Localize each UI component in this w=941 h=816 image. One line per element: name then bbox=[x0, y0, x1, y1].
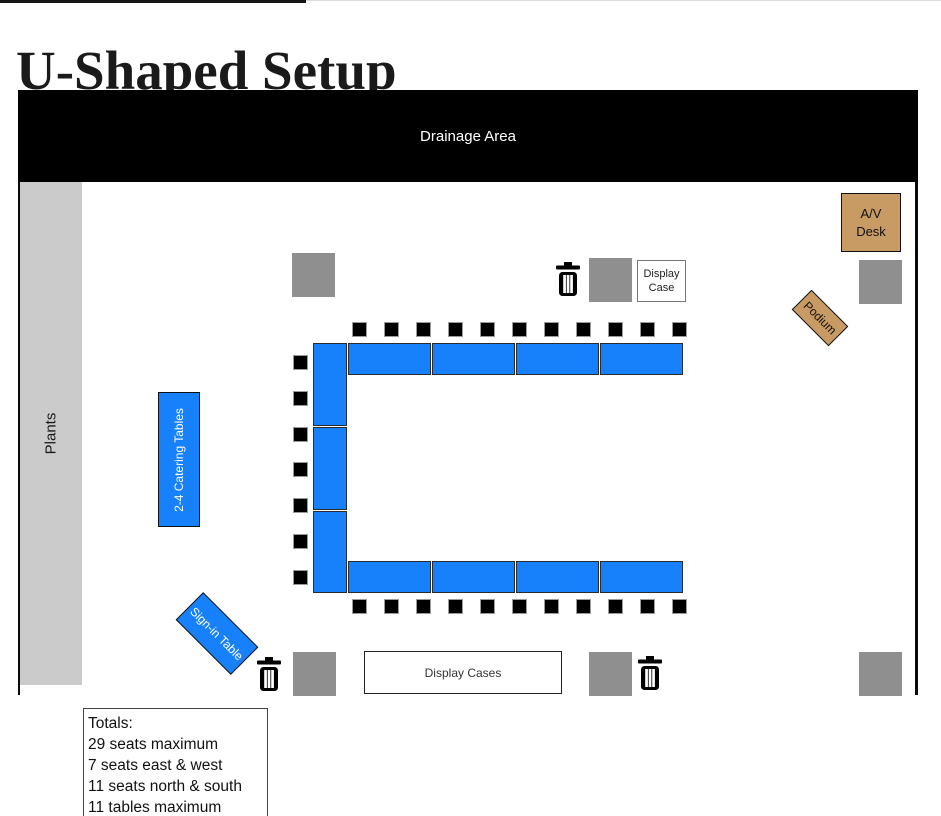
u-table-west bbox=[313, 343, 347, 426]
u-table-west bbox=[313, 427, 347, 510]
chair-north bbox=[512, 322, 527, 337]
room-wall-right bbox=[915, 182, 918, 695]
u-table-north bbox=[516, 343, 599, 375]
chair-west bbox=[293, 534, 308, 549]
u-table-north bbox=[432, 343, 515, 375]
top-divider-segment bbox=[0, 0, 306, 3]
chair-north bbox=[448, 322, 463, 337]
chair-west bbox=[293, 570, 308, 585]
u-table-south bbox=[432, 561, 515, 593]
display-cases-box: Display Cases bbox=[364, 651, 562, 694]
totals-box: Totals: 29 seats maximum 7 seats east & we… bbox=[83, 708, 268, 816]
chair-south bbox=[352, 599, 367, 614]
catering-tables-label: 2-4 Catering Tables bbox=[172, 407, 186, 512]
catering-tables: 2-4 Catering Tables bbox=[158, 392, 200, 527]
chair-west bbox=[293, 462, 308, 477]
chair-south bbox=[640, 599, 655, 614]
room-diagram: Drainage Area Plants A/V Desk Podium 2-4… bbox=[18, 90, 918, 696]
chair-north bbox=[576, 322, 591, 337]
u-table-north bbox=[600, 343, 683, 375]
plants-strip: Plants bbox=[20, 182, 82, 685]
drainage-area-label: Drainage Area bbox=[420, 127, 516, 145]
chair-west bbox=[293, 355, 308, 370]
pillar bbox=[292, 253, 335, 297]
chair-west bbox=[293, 427, 308, 442]
chair-south bbox=[544, 599, 559, 614]
pillar bbox=[293, 652, 336, 696]
pillar bbox=[859, 652, 902, 696]
plants-label: Plants bbox=[42, 412, 60, 455]
chair-south bbox=[512, 599, 527, 614]
chair-south bbox=[672, 599, 687, 614]
chair-north bbox=[672, 322, 687, 337]
chair-south bbox=[416, 599, 431, 614]
top-divider bbox=[0, 0, 941, 1]
trash-can-icon bbox=[257, 657, 281, 691]
av-desk: A/V Desk bbox=[841, 193, 901, 252]
chair-north bbox=[384, 322, 399, 337]
chair-north bbox=[480, 322, 495, 337]
u-table-north bbox=[348, 343, 431, 375]
trash-can-icon bbox=[556, 262, 580, 296]
totals-line: 11 seats north & south bbox=[88, 778, 242, 795]
u-table-south bbox=[348, 561, 431, 593]
chair-north bbox=[544, 322, 559, 337]
chair-south bbox=[608, 599, 623, 614]
totals-line: 11 tables maximum bbox=[88, 799, 222, 816]
chair-west bbox=[293, 391, 308, 406]
chair-south bbox=[576, 599, 591, 614]
drainage-area: Drainage Area bbox=[18, 90, 918, 182]
room-wall-left bbox=[18, 182, 20, 695]
pillar bbox=[859, 260, 902, 304]
totals-line: Totals: bbox=[88, 715, 133, 732]
u-table-south bbox=[600, 561, 683, 593]
u-table-west bbox=[313, 511, 347, 593]
u-table-south bbox=[516, 561, 599, 593]
chair-west bbox=[293, 498, 308, 513]
chair-south bbox=[384, 599, 399, 614]
trash-can-icon bbox=[638, 656, 662, 690]
pillar bbox=[589, 652, 632, 696]
pillar bbox=[589, 258, 632, 302]
chair-north bbox=[640, 322, 655, 337]
chair-north bbox=[416, 322, 431, 337]
chair-north bbox=[608, 322, 623, 337]
podium: Podium bbox=[791, 289, 849, 347]
sign-in-table: Sign-in Table bbox=[175, 592, 259, 675]
chair-north bbox=[352, 322, 367, 337]
display-case-box: Display Case bbox=[637, 260, 686, 302]
chair-south bbox=[480, 599, 495, 614]
totals-line: 7 seats east & west bbox=[88, 757, 223, 774]
chair-south bbox=[448, 599, 463, 614]
totals-line: 29 seats maximum bbox=[88, 736, 219, 753]
